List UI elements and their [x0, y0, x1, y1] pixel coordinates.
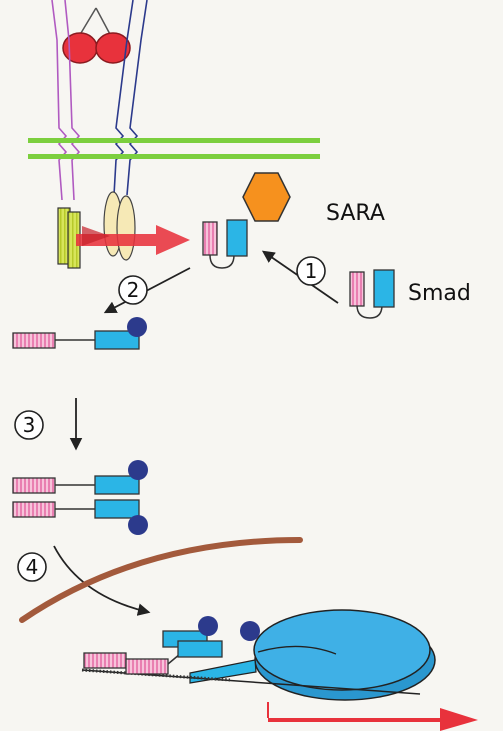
receptor-strand-2	[64, 0, 81, 201]
step2-circle	[118, 275, 148, 305]
transcription-arrow	[268, 708, 478, 731]
type-one-receptor	[57, 207, 81, 269]
smad-mh1-domain	[12, 501, 56, 518]
smad-mh2-domain	[226, 219, 248, 257]
sara-protein	[242, 172, 291, 222]
plasma-membrane	[28, 138, 320, 159]
smad-mh1-domain	[202, 221, 218, 256]
activation-arrow	[76, 225, 190, 255]
receptor-strand-1	[51, 0, 68, 201]
transcription-factor-tail	[189, 659, 257, 684]
ligand-right	[95, 32, 131, 64]
smad-mh2-domain	[94, 330, 140, 350]
smad-dimer	[12, 460, 148, 535]
step1-circle	[296, 256, 326, 286]
nuclear-envelope	[19, 537, 303, 623]
transcription-factor-fold	[257, 645, 337, 655]
step4-circle	[17, 552, 47, 582]
smad-mh1-domain	[349, 271, 365, 307]
smad-mh1-domain	[12, 477, 56, 494]
phosphate-group	[198, 616, 218, 636]
nuclear-complex	[81, 609, 478, 731]
step1-number: 1	[304, 259, 318, 283]
type-two-receptor	[103, 191, 136, 261]
transcription-factor	[253, 609, 431, 691]
smad-mh1-domain	[12, 332, 56, 349]
activation-arrow-body	[76, 225, 190, 255]
receptor-kinase-cream-2	[116, 195, 136, 261]
membrane-inner-layer	[28, 154, 320, 159]
smad-linker	[209, 254, 235, 269]
step3-circle	[14, 410, 44, 440]
phosphate-group	[128, 515, 148, 535]
smad-free	[349, 269, 395, 319]
phosphate-group	[240, 621, 260, 641]
step4-arrow	[53, 545, 151, 616]
membrane-outer-layer	[28, 138, 320, 143]
smad-mh2-domain	[94, 475, 140, 495]
dna-strand-ticks	[81, 668, 231, 682]
smad-mh2-domain	[94, 499, 140, 519]
receptor-strand-4	[126, 0, 148, 196]
step2-number: 2	[126, 278, 140, 302]
smad-linker	[356, 304, 383, 319]
phosphate-group	[128, 460, 148, 480]
smad-near-sara	[202, 219, 248, 269]
activation-arrow-tail	[82, 226, 110, 246]
phosphorylated-smad	[12, 317, 147, 350]
ligand-dimer	[62, 7, 131, 64]
phosphate-group	[127, 317, 147, 337]
smad-label: Smad	[408, 281, 471, 306]
smad-mh2-domain	[177, 640, 223, 658]
smad-mh1-domain	[83, 652, 127, 669]
sara-label: SARA	[326, 201, 385, 226]
step3-number: 3	[22, 413, 36, 437]
receptor-strands	[51, 0, 148, 201]
smad-mh1-domain	[125, 658, 169, 675]
step2-arrow	[103, 267, 191, 314]
step4-number: 4	[25, 555, 39, 579]
smad-mh2-domain	[373, 269, 395, 308]
